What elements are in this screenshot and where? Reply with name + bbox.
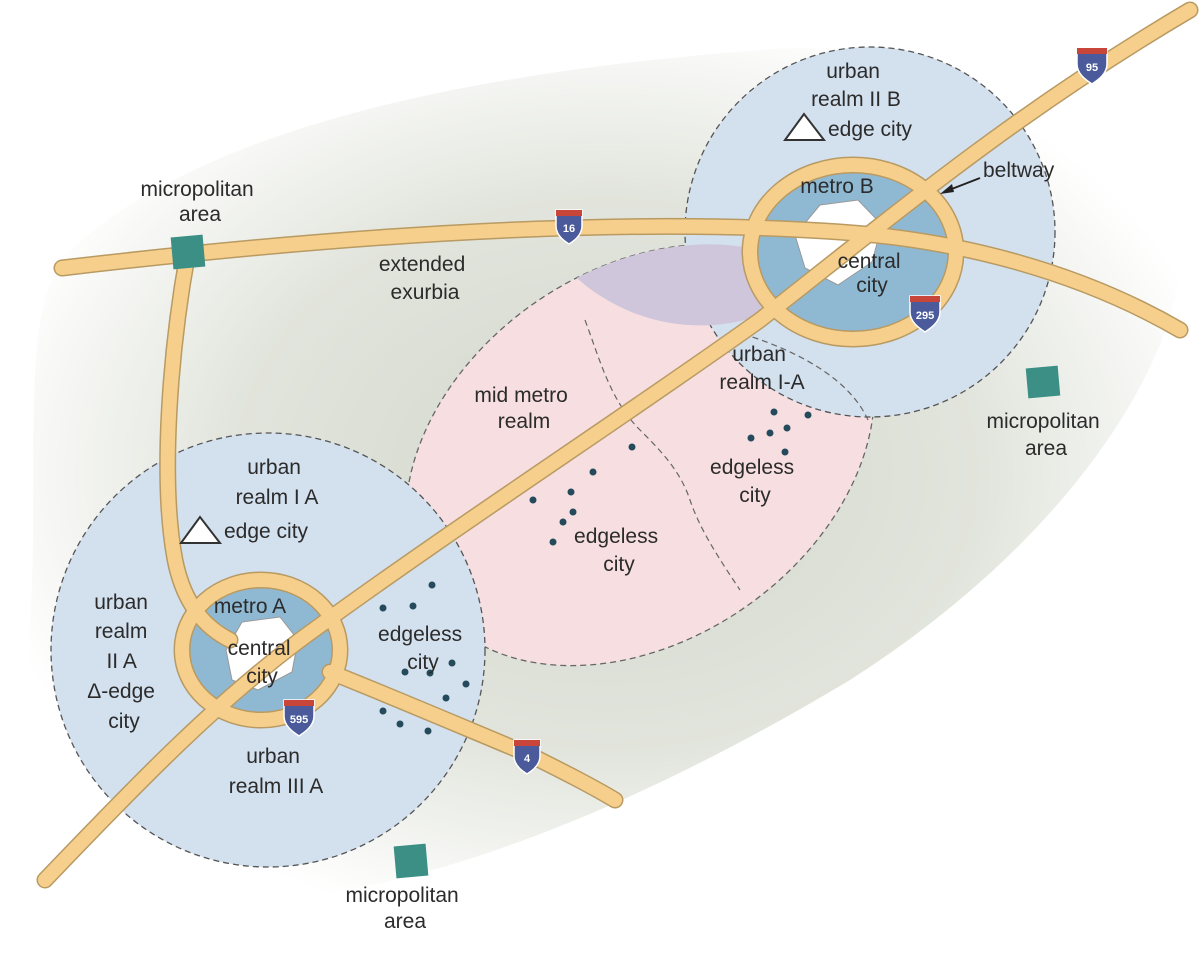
dot-icon xyxy=(549,538,557,546)
highway-network xyxy=(36,1,1199,889)
label-edge-city-a: edge city xyxy=(224,520,309,543)
beltway-pointer-head xyxy=(940,184,954,194)
label-urban-realm-2a: urban realm II A Δ-edge city xyxy=(87,591,161,733)
highway-i95 xyxy=(38,3,1197,887)
square-icon xyxy=(1025,365,1061,399)
highway-i4 xyxy=(323,665,622,807)
mid-metro-divider xyxy=(584,319,741,591)
dot-icon xyxy=(569,508,577,516)
dot-icon xyxy=(770,408,778,416)
interstate-shield-icon: 16 xyxy=(555,209,583,245)
dot-icon xyxy=(396,720,404,728)
dot-icon xyxy=(448,659,456,667)
shield-label-i16: 16 xyxy=(563,223,575,235)
square-icon xyxy=(170,234,206,270)
dot-icon xyxy=(401,668,409,676)
label-urban-realm-1a: urban realm I A xyxy=(236,456,319,509)
dot-icon xyxy=(628,443,636,451)
dot-icon xyxy=(424,727,432,735)
label-urban-realm-2b: urban realm II B xyxy=(811,60,901,111)
label-metro-a: metro A xyxy=(214,595,286,618)
label-edgeless-city-a: edgeless city xyxy=(378,623,468,674)
label-micropolitan-e: micropolitan area xyxy=(986,410,1105,460)
shield-label-i295: 295 xyxy=(916,310,934,322)
triangle-icon xyxy=(783,112,827,141)
shield-label-i95: 95 xyxy=(1086,62,1098,74)
dot-icon xyxy=(442,694,450,702)
beltway-a xyxy=(175,573,347,727)
label-edge-city-b: edge city xyxy=(828,118,913,141)
dot-icon xyxy=(379,604,387,612)
dot-icon xyxy=(804,411,812,419)
label-central-city-b: central city xyxy=(838,250,907,297)
label-micropolitan-nw: micropolitan area xyxy=(140,178,259,226)
dot-icon xyxy=(379,707,387,715)
label-edgeless-city-e: edgeless city xyxy=(710,456,800,507)
label-edgeless-city-mid: edgeless city xyxy=(574,525,664,576)
label-urban-realm-1a-b: urban realm I-A xyxy=(719,343,804,394)
interstate-shield-icon: 95 xyxy=(1076,47,1108,85)
label-mid-metro-realm: mid metro realm xyxy=(474,384,573,433)
dot-icon xyxy=(766,429,774,437)
label-urban-realm-3a: urban realm III A xyxy=(229,745,324,798)
dot-icon xyxy=(529,496,537,504)
dot-icon xyxy=(747,434,755,442)
label-central-city-a: central city xyxy=(228,637,297,688)
edgeless-dots-group xyxy=(379,408,812,735)
shield-label-i595: 595 xyxy=(290,714,308,726)
beltway-b xyxy=(743,158,963,346)
triangle-icon xyxy=(179,515,223,544)
label-micropolitan-s: micropolitan area xyxy=(345,884,464,933)
hexagon-icon xyxy=(225,616,299,691)
dot-icon xyxy=(426,669,434,677)
interstate-shield-icon: 595 xyxy=(283,699,315,737)
label-beltway: beltway xyxy=(983,159,1055,182)
dot-icon xyxy=(462,680,470,688)
square-icon xyxy=(393,843,429,879)
overlap-dash-line xyxy=(729,329,869,421)
highway-connector xyxy=(160,245,237,647)
label-metro-b: metro B xyxy=(800,175,874,198)
interstate-shield-icon: 4 xyxy=(513,739,541,775)
dot-icon xyxy=(781,448,789,456)
dot-icon xyxy=(567,488,575,496)
hexagon-icon xyxy=(794,199,883,286)
dot-icon xyxy=(589,468,597,476)
dot-icon xyxy=(428,581,436,589)
dot-icon xyxy=(409,602,417,610)
dot-icon xyxy=(783,424,791,432)
shield-label-i4: 4 xyxy=(524,753,531,765)
label-extended-exurbia: extended exurbia xyxy=(379,253,471,304)
dot-icon xyxy=(559,518,567,526)
interstate-shield-icon: 295 xyxy=(909,295,941,333)
